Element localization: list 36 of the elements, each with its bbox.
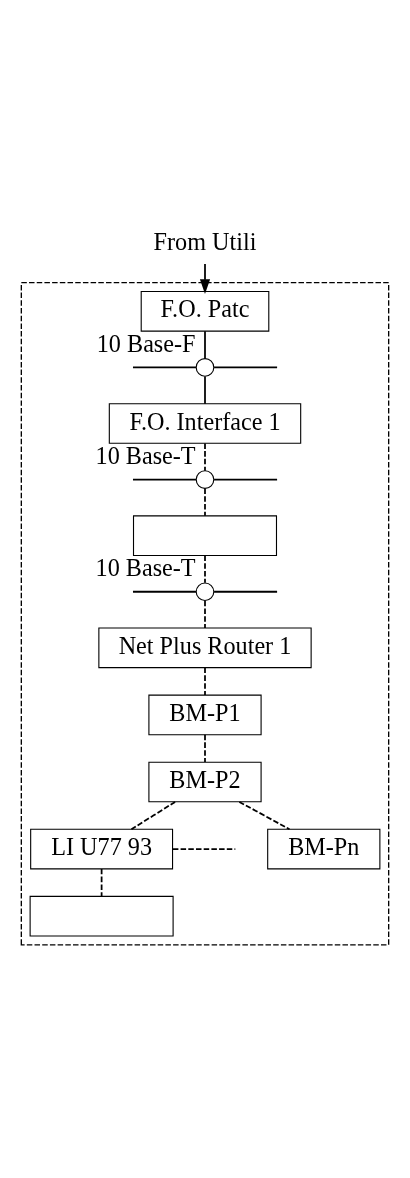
connector (204, 487, 206, 517)
node-label: 10 Base-F (96, 329, 196, 357)
node-box: F.O. Patc (140, 290, 270, 332)
connector (238, 801, 291, 831)
node-box (29, 895, 174, 937)
node-box: Net Plus Router 1 (98, 627, 312, 669)
connector (204, 442, 206, 472)
node-label: 10 Base-T (95, 441, 196, 469)
node-box: BM-Pn (267, 828, 381, 870)
connector (172, 848, 237, 850)
node-box: F.O. Interface 1 (108, 403, 302, 444)
node-text: From Utili (153, 228, 257, 256)
node-circle (195, 470, 215, 489)
node-box: BM-P2 (148, 761, 262, 803)
node-box: LI U77 93 (30, 828, 174, 870)
connector (132, 590, 197, 593)
connector (213, 366, 278, 369)
node-box (132, 515, 278, 556)
connector (204, 330, 206, 360)
connector (213, 590, 278, 593)
connector (204, 733, 206, 763)
node-circle (195, 582, 215, 602)
node-label: 10 Base-T (95, 553, 196, 581)
connector (204, 554, 206, 584)
cluster (20, 282, 390, 946)
connector (204, 666, 206, 696)
arrow (199, 263, 211, 294)
connector (132, 366, 197, 369)
connector (204, 599, 206, 629)
node-circle (195, 358, 215, 377)
connector (100, 868, 103, 898)
connector (132, 478, 197, 481)
connector (130, 801, 176, 831)
connector (213, 478, 278, 481)
connector (204, 375, 206, 405)
node-box: BM-P1 (148, 694, 262, 736)
